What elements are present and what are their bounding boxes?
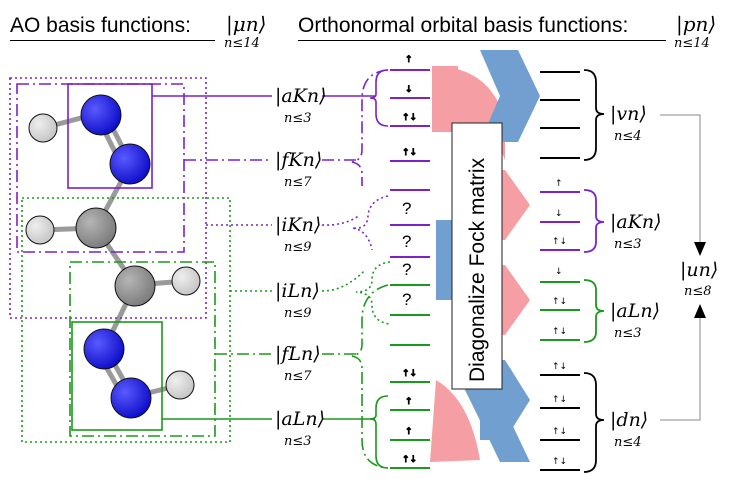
left-spins: ↑ ↓ ↑↓ ↑↓ ↑↓ ↑ ↑ ↑↓: [402, 55, 418, 466]
svg-text:↑: ↑: [405, 397, 413, 407]
ket-iL: |iLn⟩: [275, 280, 320, 302]
ket-iK-sub: n≤9: [284, 240, 312, 255]
brace-aL-right: [583, 279, 605, 343]
ket-iL-sub: n≤9: [284, 306, 312, 321]
link2-iK: [321, 214, 361, 226]
svg-text:↑↓: ↑↓: [402, 455, 417, 465]
box-green-dotted: [21, 197, 231, 443]
atom-c1: [75, 207, 117, 249]
diag-box: [451, 122, 503, 390]
ket-aL-r: |aLn⟩: [610, 300, 660, 322]
atom-n3: [83, 328, 125, 370]
unknown-3: ?: [402, 260, 411, 279]
atom-h3: [171, 266, 201, 296]
svg-text:↑: ↑: [555, 179, 563, 189]
u-arrow-head-down: [694, 242, 706, 256]
atom-h2: [25, 215, 55, 245]
unknown-4: ?: [402, 290, 411, 309]
unknown-1: ?: [402, 199, 411, 218]
box-purple-solid: [67, 83, 153, 189]
brace-fK-left: [351, 69, 389, 186]
box-green-dashdot: [69, 261, 216, 437]
unknown-marks: ? ? ? ?: [402, 199, 411, 309]
svg-text:↑↓: ↑↓: [552, 297, 567, 307]
brace-aK-right: [583, 189, 605, 253]
ket-fK-sub: n≤7: [284, 175, 312, 190]
flow-arrows: [430, 50, 540, 462]
svg-text:↑: ↑: [405, 55, 413, 65]
svg-text:↑: ↑: [405, 427, 413, 437]
brace-iK-left: [351, 195, 389, 251]
svg-text:↑↓: ↑↓: [552, 327, 567, 337]
svg-text:↑↓: ↑↓: [552, 395, 567, 405]
ao-ket-sub: n≤14: [224, 36, 260, 51]
ket-aK-r: |aKn⟩: [610, 211, 662, 233]
svg-text:↑↓: ↑↓: [552, 237, 567, 247]
box-purple-dotted: [9, 77, 207, 319]
atom-n1: [80, 94, 122, 136]
brace-v: [583, 69, 605, 161]
brace-iL-left: [355, 261, 391, 325]
orth-title: Orthonormal orbital basis functions:: [298, 14, 629, 37]
right-orbitals: [540, 71, 580, 471]
svg-text:↑↓: ↑↓: [402, 113, 417, 123]
molecule-atoms: [25, 94, 201, 419]
ao-title-underline: [10, 40, 215, 41]
ket-v-sub: n≤4: [614, 129, 642, 144]
brace-d: [583, 372, 605, 473]
ket-aL: |aLn⟩: [275, 408, 325, 430]
atom-h1: [28, 113, 58, 143]
svg-text:↑↓: ↑↓: [552, 362, 567, 372]
ket-fK: |fKn⟩: [275, 149, 322, 171]
pink-flow-bottom: [430, 380, 480, 462]
ket-fL: |fLn⟩: [275, 343, 321, 365]
ket-d: |dn⟩: [610, 409, 648, 431]
ket-fL-sub: n≤7: [284, 369, 312, 384]
orth-ket-sub: n≤14: [674, 36, 710, 51]
diag-label: Diagonalize Fock matrix: [466, 157, 489, 382]
svg-text:↑↓: ↑↓: [402, 369, 417, 379]
ket-u: |un⟩: [680, 259, 718, 281]
blue-flow-bottom: [460, 380, 530, 462]
ao-ket: |μn⟩: [226, 12, 267, 36]
ket-aL-r-sub: n≤3: [614, 326, 642, 341]
brace-fL-left: [351, 284, 389, 469]
svg-text:↑↓: ↑↓: [552, 457, 567, 467]
ket-aL-sub: n≤3: [284, 434, 312, 449]
link2-iL: [321, 269, 366, 292]
orth-ket: |pn⟩: [676, 12, 717, 36]
right-spins: ↑ ↓ ↑↓ ↓ ↑↓ ↑↓ ↑↓ ↑↓ ↑↓ ↑↓: [552, 179, 567, 467]
ket-d-sub: n≤4: [614, 435, 642, 450]
u-arrow-head-up: [694, 304, 706, 318]
ket-iK: |iKn⟩: [275, 214, 321, 236]
u-arrows: [660, 114, 701, 421]
atom-n4: [110, 377, 152, 419]
atom-h4: [165, 370, 195, 400]
orth-title-underline: [298, 40, 666, 41]
ket-u-sub: n≤8: [684, 284, 712, 299]
svg-text:↓: ↓: [555, 267, 563, 277]
left-orbitals: [390, 69, 430, 469]
atom-n2: [109, 143, 151, 185]
svg-text:↓: ↓: [555, 209, 563, 219]
brace-aL-left: [369, 395, 389, 469]
unknown-2: ?: [402, 232, 411, 251]
ket-labels: |aKn⟩ n≤3 |fKn⟩ n≤7 |iKn⟩ n≤9 |iLn⟩ n≤9 …: [275, 85, 718, 450]
svg-text:↑↓: ↑↓: [402, 148, 417, 158]
atom-c2: [114, 265, 156, 307]
blue-arrow-1: [480, 50, 540, 142]
ket-aK-r-sub: n≤3: [614, 237, 642, 252]
ao-title: AO basis functions:: [10, 14, 191, 37]
svg-text:↑↓: ↑↓: [552, 427, 567, 437]
brace-aK-left: [369, 69, 389, 127]
box-green-solid: [71, 321, 163, 431]
ket-aK: |aKn⟩: [275, 85, 327, 107]
svg-text:↓: ↓: [405, 85, 413, 95]
ket-v: |vn⟩: [610, 103, 647, 125]
ket-aK-sub: n≤3: [284, 111, 312, 126]
